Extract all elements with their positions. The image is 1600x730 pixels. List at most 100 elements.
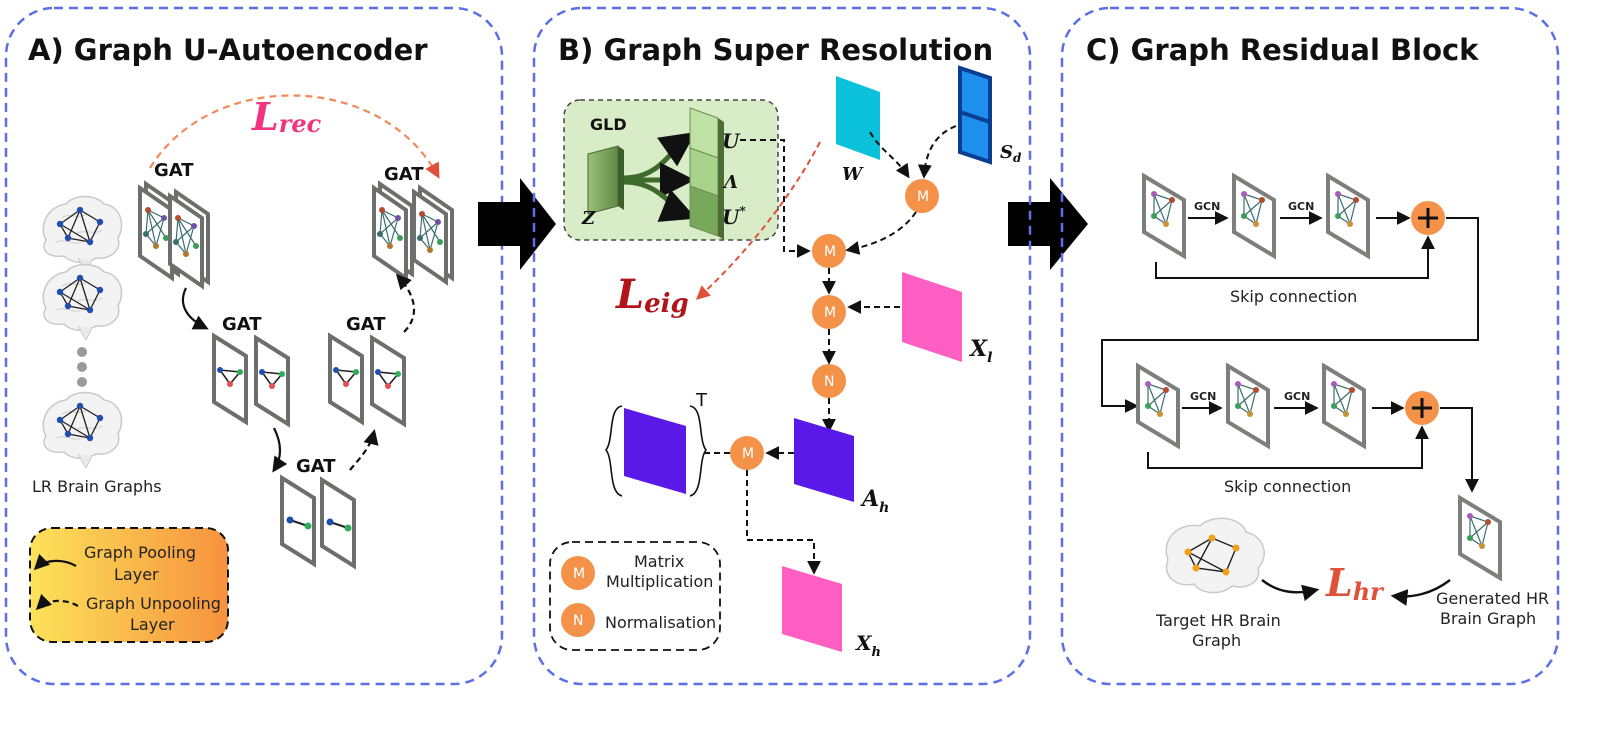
matmul-node: M bbox=[905, 179, 939, 213]
ah-matrix bbox=[794, 418, 854, 502]
generated-label-line1: Generated HR bbox=[1436, 589, 1549, 608]
z-label: Z bbox=[581, 208, 596, 229]
ellipsis-dot bbox=[77, 362, 87, 372]
legend-mult-line2: Multiplication bbox=[606, 572, 713, 591]
panel-a-frame bbox=[4, 6, 504, 686]
legend-pooling-line1: Graph Pooling bbox=[84, 543, 196, 562]
brain-icon bbox=[42, 263, 123, 341]
reconstruction-loss: Lrec bbox=[251, 94, 322, 139]
legend-mult-line1: Matrix bbox=[634, 552, 684, 571]
svg-text:M: M bbox=[742, 446, 754, 462]
brain-icon bbox=[42, 391, 123, 469]
bracket-right bbox=[689, 405, 708, 497]
gat-label: GAT bbox=[346, 314, 386, 335]
w-matrix bbox=[836, 76, 880, 160]
graph-layer-icon bbox=[412, 186, 454, 284]
legend-norm: Normalisation bbox=[605, 613, 716, 632]
gat-label: GAT bbox=[154, 160, 194, 181]
svg-text:M: M bbox=[917, 189, 929, 205]
svg-text:N: N bbox=[573, 613, 583, 629]
legend-a: Graph Pooling Layer Graph Unpooling Laye… bbox=[29, 527, 229, 643]
plus-circle-icon bbox=[1411, 201, 1445, 235]
ellipsis-dot bbox=[77, 347, 87, 357]
w-label: W bbox=[842, 164, 864, 185]
panel-a-title: A) Graph U-Autoencoder bbox=[28, 33, 428, 67]
gcn-label: GCN bbox=[1194, 200, 1220, 213]
eigen-loss: Leig bbox=[615, 271, 689, 319]
skip-connection-label: Skip connection bbox=[1224, 477, 1351, 496]
unpooling-legend-icon bbox=[35, 593, 79, 611]
panel-c-title: C) Graph Residual Block bbox=[1086, 33, 1479, 67]
eigen-loss-arrow bbox=[695, 141, 821, 300]
output-connector bbox=[1440, 407, 1479, 493]
u-label: U bbox=[722, 129, 741, 153]
graph-layer-icon bbox=[280, 476, 316, 566]
pooling-legend-icon bbox=[33, 553, 77, 571]
gcn-label: GCN bbox=[1288, 200, 1314, 213]
flow-arrow bbox=[845, 211, 917, 255]
lr-brain-graphs-label: LR Brain Graphs bbox=[32, 477, 162, 496]
lr-brain-graphs: LR Brain Graphs bbox=[32, 195, 162, 496]
gat-label: GAT bbox=[296, 456, 336, 477]
flow-arrow bbox=[1390, 579, 1451, 606]
z-matrix bbox=[587, 145, 619, 215]
reconstruction-arrow bbox=[149, 94, 440, 179]
panel-c: C) Graph Residual Block GCN GCN Skip con… bbox=[1060, 6, 1560, 686]
pooling-arrow bbox=[181, 287, 209, 330]
flow-arrow bbox=[740, 139, 811, 258]
block-connector bbox=[1101, 217, 1479, 413]
panel-a: A) Graph U-Autoencoder LR Brain Graphs G… bbox=[4, 6, 504, 686]
brain-icon bbox=[42, 195, 123, 273]
xl-label: Xl bbox=[968, 336, 992, 366]
matmul-node: M bbox=[812, 234, 846, 268]
xh-label: Xh bbox=[854, 631, 881, 660]
sd-label: Sd bbox=[1000, 142, 1022, 165]
graph-layer-icon bbox=[212, 334, 248, 424]
panel-b-title: B) Graph Super Resolution bbox=[558, 33, 993, 67]
panel-b: B) Graph Super Resolution GLD Z U Λ U* W… bbox=[532, 6, 1032, 686]
arrow-right-icon bbox=[1008, 178, 1088, 270]
gcn-label: GCN bbox=[1284, 390, 1310, 403]
graph-layer-icon bbox=[1458, 496, 1502, 580]
panel-c-frame bbox=[1060, 6, 1560, 686]
arrow-right-icon bbox=[478, 178, 556, 270]
graph-layer-icon bbox=[328, 334, 364, 424]
generated-label-line2: Brain Graph bbox=[1440, 609, 1536, 628]
ah-label: Ah bbox=[860, 486, 889, 516]
svg-text:N: N bbox=[824, 374, 834, 390]
ah-transpose-matrix bbox=[624, 408, 686, 494]
graph-layer-icon bbox=[1226, 364, 1270, 448]
gcn-label: GCN bbox=[1190, 390, 1216, 403]
graph-layer-icon bbox=[1142, 174, 1186, 258]
unpooling-arrow bbox=[395, 273, 416, 333]
ellipsis-dot bbox=[77, 377, 87, 387]
legend-b: M Matrix Multiplication N Normalisation bbox=[549, 541, 721, 651]
target-label-line2: Graph bbox=[1192, 631, 1241, 650]
graph-layer-icon bbox=[1232, 174, 1276, 258]
matmul-node: M bbox=[812, 295, 846, 329]
u-star-label: U* bbox=[722, 204, 746, 229]
graph-layer-icon bbox=[372, 182, 414, 280]
legend-unpooling-line1: Graph Unpooling bbox=[86, 594, 221, 613]
graph-layer-icon bbox=[1326, 174, 1370, 258]
bracket-left bbox=[604, 405, 623, 497]
skip-connection-label: Skip connection bbox=[1230, 287, 1357, 306]
transpose-label: T bbox=[695, 390, 708, 411]
unpooling-arrow bbox=[349, 429, 379, 471]
normalisation-node: N bbox=[812, 364, 846, 398]
gld-label: GLD bbox=[590, 115, 627, 134]
xh-matrix bbox=[782, 566, 842, 652]
lambda-label: Λ bbox=[722, 172, 738, 193]
flow-arrow bbox=[1261, 579, 1320, 602]
flow-arrow bbox=[746, 470, 821, 575]
flow-arrow bbox=[869, 131, 910, 179]
svg-text:M: M bbox=[824, 305, 836, 321]
gat-label: GAT bbox=[384, 164, 424, 185]
hr-loss: Lhr bbox=[1325, 560, 1385, 606]
svg-text:M: M bbox=[573, 566, 585, 582]
xl-matrix bbox=[902, 272, 962, 362]
target-brain bbox=[1165, 517, 1265, 594]
skip-connection-line bbox=[1155, 235, 1435, 279]
flow-arrow bbox=[917, 125, 957, 179]
